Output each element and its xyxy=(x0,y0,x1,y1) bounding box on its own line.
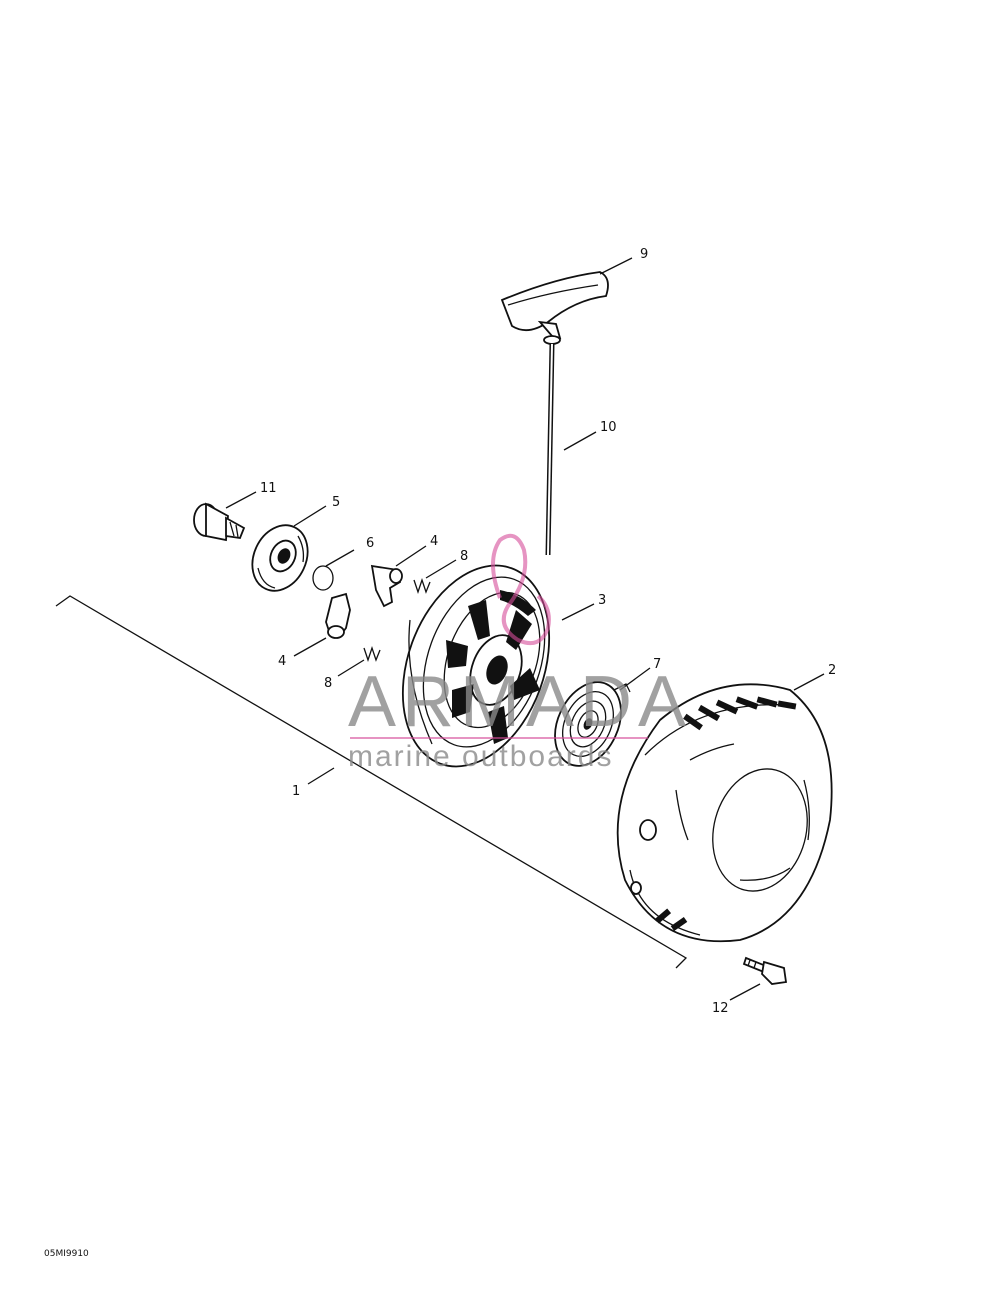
callout-8-lower: 8 xyxy=(324,676,332,691)
part-ratchet-pawl-lower xyxy=(325,592,351,639)
callout-3: 3 xyxy=(598,593,606,608)
part-starter-rope xyxy=(545,343,555,556)
part-rope-reel xyxy=(401,564,551,768)
callout-4-lower: 4 xyxy=(278,654,286,669)
leader-lines xyxy=(225,257,825,1001)
watermark: ARMADA marine outboards xyxy=(348,533,692,773)
part-starter-housing xyxy=(616,683,833,943)
callout-7: 7 xyxy=(653,657,661,672)
part-circlip xyxy=(312,565,334,591)
callout-8-upper: 8 xyxy=(460,549,468,564)
callout-6: 6 xyxy=(366,536,374,551)
part-housing-bolt xyxy=(742,956,788,985)
callout-5: 5 xyxy=(332,495,340,510)
watermark-logo-icon xyxy=(491,533,551,645)
watermark-tagline: marine outboards xyxy=(348,740,613,773)
part-center-bolt xyxy=(193,502,246,542)
callout-10: 10 xyxy=(600,420,617,435)
part-ratchet-pawl-upper xyxy=(370,564,403,608)
callout-11: 11 xyxy=(260,481,277,496)
callout-2: 2 xyxy=(828,663,836,678)
callout-12: 12 xyxy=(712,1001,729,1016)
part-pawl-spring-upper xyxy=(413,577,431,595)
callout-1: 1 xyxy=(292,784,300,799)
callout-9: 9 xyxy=(640,247,648,262)
assembly-bracket-line xyxy=(55,595,688,969)
part-starter-handle xyxy=(500,271,609,345)
part-drive-plate xyxy=(251,524,309,592)
callout-4-upper: 4 xyxy=(430,534,438,549)
drawing-code: 05MI9910 xyxy=(44,1249,89,1259)
watermark-brand: ARMADA xyxy=(348,662,692,742)
part-pawl-spring-lower xyxy=(363,645,381,663)
part-recoil-spring xyxy=(554,681,631,767)
